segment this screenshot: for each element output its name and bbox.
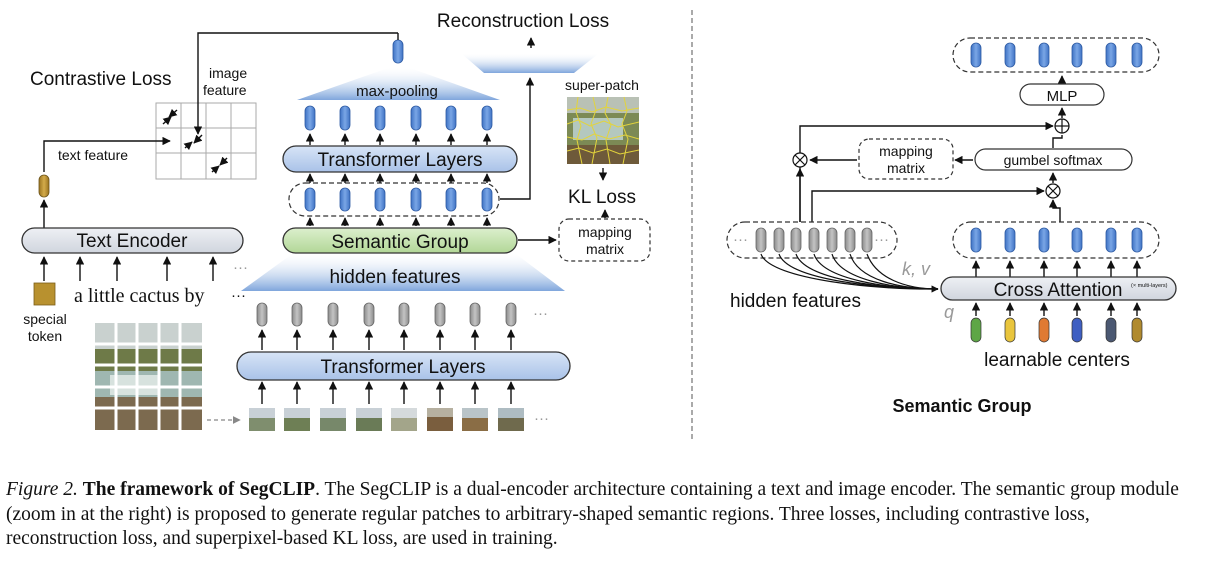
caption-body: . The SegCLIP is a dual-encoder architec…	[6, 479, 1179, 549]
semantic-group-output-arrows	[305, 217, 492, 226]
max-pooling-fan	[297, 68, 500, 100]
mapping-matrix-right-line1: mapping	[879, 143, 933, 159]
centers-to-multiply-arrow	[1048, 199, 1061, 222]
text-input-ellipsis: ···	[231, 287, 246, 304]
cross-attention-box	[940, 276, 1177, 301]
mapping-matrix-left-line1: mapping	[578, 224, 632, 240]
transformer-layers-top-label: Transformer Layers	[317, 150, 482, 171]
cross-attention-label: Cross Attention	[994, 280, 1123, 301]
learnable-centers-label: learnable centers	[984, 350, 1130, 371]
hidden-features-label: hidden features	[330, 267, 461, 288]
q-label: q	[944, 302, 954, 322]
multiply-operator-right-icon	[1045, 183, 1061, 199]
semantic-group-panel-title: Semantic Group	[892, 396, 1031, 416]
caption-figure-label: Figure 2.	[6, 479, 78, 500]
image-patch-thumbnails	[249, 408, 524, 431]
contrastive-matrix	[155, 102, 257, 180]
semantic-group-label: Semantic Group	[331, 232, 468, 253]
text-feature-arrow	[43, 136, 171, 172]
super-patch-label: super-patch	[565, 77, 639, 93]
hidden-features-tokens-right	[755, 227, 873, 253]
hidden-tokens-ellipsis: ···	[533, 305, 548, 322]
mapping-matrix-right-line2: matrix	[887, 160, 925, 176]
gumbel-softmax-box	[974, 148, 1133, 171]
hidden-features-dashed-group	[726, 221, 898, 259]
output-tokens-dashed-group	[952, 37, 1160, 73]
reconstruction-decoder-shape	[462, 54, 598, 73]
semantic-group-box	[282, 227, 518, 254]
kv-curves	[760, 253, 939, 293]
super-patch-image	[566, 96, 640, 165]
reconstruction-path-arrow	[500, 77, 535, 200]
segclip-framework-diagram: Contrastive Loss image feature text feat…	[21, 10, 1177, 440]
patches-ellipsis: ···	[534, 410, 549, 427]
gumbel-to-plus-arrow	[1052, 135, 1063, 148]
caption-title: The framework of SegCLIP	[82, 479, 316, 500]
image-feature-label-line2: feature	[203, 82, 247, 98]
transformer-layers-bottom-label: Transformer Layers	[320, 357, 485, 378]
text-encoder-label: Text Encoder	[77, 231, 189, 252]
hidden-left-ellipsis: ···	[733, 231, 748, 248]
learnable-center-tokens	[970, 317, 1143, 343]
semantic-tokens-dashed-group	[288, 182, 500, 217]
top-transformer-output-arrows	[305, 133, 492, 145]
figure-caption: Figure 2. The framework of SegCLIP. The …	[6, 478, 1206, 552]
kv-label: k, v	[902, 259, 931, 279]
gumbel-softmax-label: gumbel softmax	[1004, 152, 1103, 168]
mapping-matrix-right-box	[858, 138, 954, 180]
centers-updated-tokens	[970, 227, 1143, 253]
text-input-arrows	[39, 256, 218, 281]
special-token-label-line1: special	[23, 311, 67, 327]
add-operator-icon	[1054, 118, 1070, 134]
image-feature-label-line1: image	[209, 65, 247, 81]
kl-loss-label: KL Loss	[568, 187, 636, 208]
hidden-to-multiply-right-arrow	[811, 186, 1045, 222]
text-feature-token	[38, 174, 50, 198]
input-image-grid	[95, 323, 202, 430]
transformer-layers-top-box	[282, 145, 518, 173]
hidden-features-fan	[241, 254, 565, 291]
hidden-features-right-label: hidden features	[730, 291, 861, 312]
text-input-sentence: a little cactus by	[74, 285, 205, 307]
reconstruction-loss-label: Reconstruction Loss	[437, 11, 609, 32]
hidden-right-ellipsis: ···	[874, 231, 889, 248]
max-pooling-label: max-pooling	[356, 83, 438, 100]
text-feature-label: text feature	[58, 147, 128, 163]
text-encoder-ellipsis: ···	[233, 259, 248, 276]
mlp-box	[1019, 83, 1105, 106]
special-token-square	[33, 282, 56, 306]
mapping-matrix-left-box	[558, 218, 651, 262]
patch-input-arrows	[257, 381, 516, 404]
text-encoder-box	[21, 227, 244, 254]
mlp-label: MLP	[1047, 88, 1078, 105]
multiply-operator-left-icon	[792, 152, 808, 168]
semantic-tokens	[304, 187, 493, 212]
cross-attention-output-arrows	[971, 260, 1142, 277]
image-feature-token	[392, 39, 404, 64]
contrastive-matrix-arrows	[162, 108, 229, 175]
center-to-cross-attention-arrows	[971, 302, 1142, 316]
image-feature-arrow	[193, 32, 398, 135]
top-transformer-input-arrows	[305, 173, 492, 183]
top-transformer-output-tokens	[304, 105, 493, 131]
centers-updated-dashed-group	[952, 221, 1160, 259]
multi-layers-note: (× multi-layers)	[1131, 283, 1168, 289]
transformer-layers-bottom-box	[236, 351, 571, 381]
contrastive-loss-label: Contrastive Loss	[30, 69, 172, 90]
special-token-label-line2: token	[28, 328, 62, 344]
hidden-feature-tokens	[256, 302, 517, 350]
output-tokens	[970, 42, 1143, 68]
mapping-matrix-left-line2: matrix	[586, 241, 624, 257]
